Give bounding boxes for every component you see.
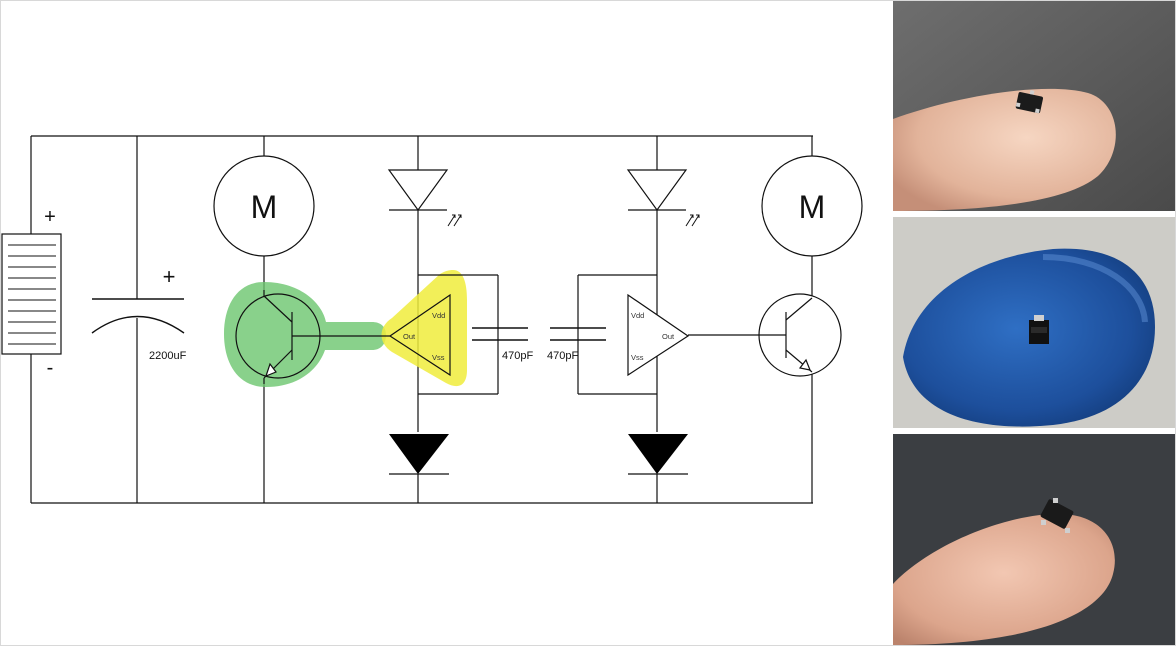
motor-left-label: M (251, 189, 278, 225)
battery-plus-label: + (44, 206, 56, 228)
comparator-right: Out Vdd Vss (577, 274, 690, 395)
comparator-left-vss-label: Vss (432, 353, 445, 362)
photo-chip-on-blue-putty (893, 217, 1175, 428)
motor-right-label: M (799, 189, 826, 225)
comparator-right-vss-label: Vss (631, 353, 644, 362)
chip-icon (1015, 90, 1044, 114)
comparator-left-out-label: Out (403, 332, 416, 341)
coupling-capacitor-left-value: 470pF (502, 350, 533, 362)
comparator-highlight (381, 270, 467, 387)
capacitor-2200uf: + 2200uF (91, 264, 187, 362)
motor-right: M (761, 155, 863, 257)
transistor-right (758, 293, 842, 377)
diode-right (628, 434, 688, 475)
coupling-capacitor-right-value: 470pF (547, 350, 578, 362)
photodiode-left (387, 169, 462, 227)
comparator-right-vdd-label: Vdd (631, 311, 644, 320)
capacitor-polarity-label: + (163, 264, 176, 289)
chip-icon (1029, 315, 1049, 344)
comparator-left: Out Vdd Vss (388, 274, 499, 395)
comparator-left-vdd-label: Vdd (432, 311, 445, 320)
photo-chip-closeup (893, 434, 1175, 645)
chip-icon (1040, 498, 1074, 533)
capacitor-value-label: 2200uF (149, 350, 187, 362)
battery-symbol: + - (1, 206, 62, 379)
battery-minus-label: - (47, 357, 54, 379)
comparator-right-out-label: Out (662, 332, 675, 341)
coupling-capacitor-left (472, 327, 528, 341)
circuit-schematic: + - + 2200uF M Out Vdd (1, 135, 863, 504)
photodiode-right (626, 169, 700, 227)
transistor-left (235, 290, 326, 384)
diode-left (389, 434, 449, 475)
photo-chip-on-fingertip (893, 1, 1175, 211)
transistor-highlight (224, 282, 386, 387)
motor-left: M (213, 155, 315, 257)
